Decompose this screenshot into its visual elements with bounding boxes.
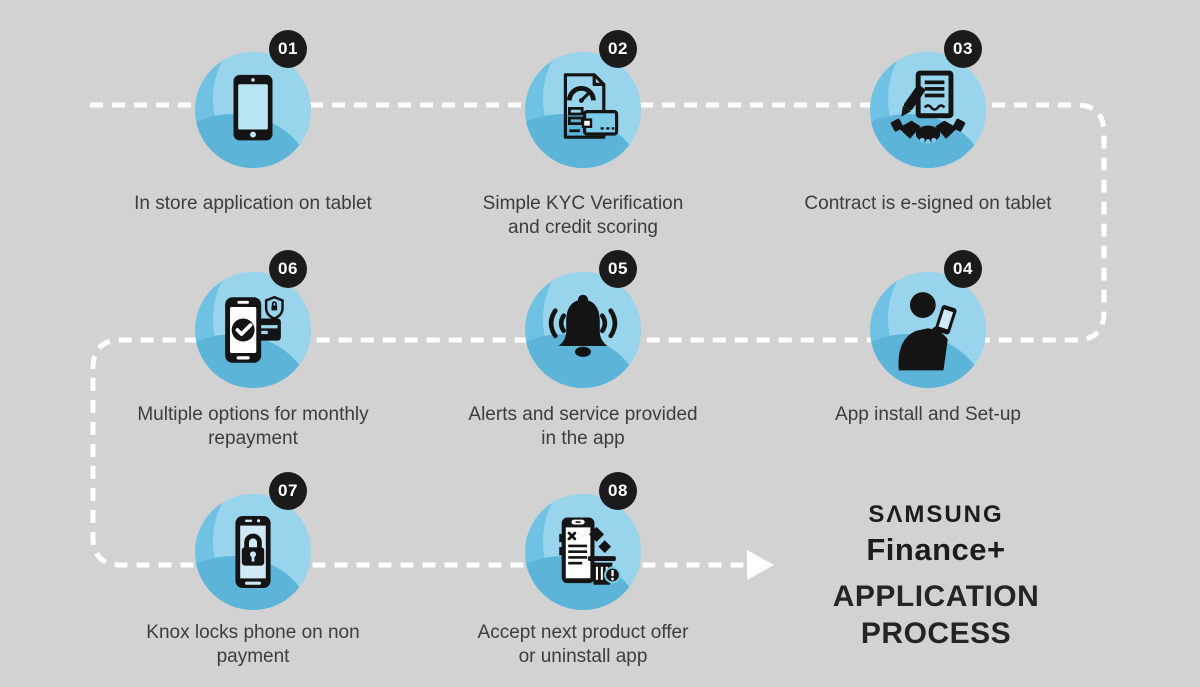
step-07-knox-lock: 07 Knox locks phone on non payment bbox=[113, 472, 393, 669]
step-caption: Accept next product offer or uninstall a… bbox=[477, 622, 689, 667]
step-bubble: 02 bbox=[525, 30, 641, 168]
step-caption: Knox locks phone on non payment bbox=[146, 622, 360, 667]
step-number: 08 bbox=[608, 481, 628, 500]
infographic-title: APPLICATION PROCESS bbox=[832, 580, 1040, 650]
step-number: 01 bbox=[278, 39, 298, 58]
step-circle bbox=[525, 272, 641, 388]
step-number-badge: 07 bbox=[269, 472, 307, 510]
step-08-next-offer-or-uninstall: 08 Accept next product offer or uninstal… bbox=[443, 472, 723, 669]
step-bubble: 08 bbox=[525, 472, 641, 610]
step-circle bbox=[195, 52, 311, 168]
step-bubble: 04 bbox=[870, 250, 986, 388]
person-phone-icon bbox=[898, 292, 957, 371]
step-06-repayment-options: 06 Multiple options for monthly repaymen… bbox=[113, 250, 393, 451]
flow-arrowhead-icon bbox=[747, 550, 774, 580]
samsung-wordmark: SΛMSUNG bbox=[868, 501, 1004, 528]
step-number-badge: 01 bbox=[269, 30, 307, 68]
step-01-in-store-application: 01 In store application on tablet bbox=[113, 30, 393, 216]
step-caption: App install and Set-up bbox=[835, 404, 1021, 425]
step-number: 06 bbox=[278, 259, 298, 278]
step-circle bbox=[870, 52, 986, 168]
step-caption: Multiple options for monthly repayment bbox=[137, 404, 369, 449]
dashed-path bbox=[90, 102, 1107, 568]
step-circle bbox=[195, 494, 311, 610]
step-number: 07 bbox=[278, 481, 298, 500]
phone-payment-icon bbox=[225, 295, 284, 363]
step-caption: In store application on tablet bbox=[134, 193, 372, 214]
step-number: 03 bbox=[953, 39, 973, 58]
step-number-badge: 05 bbox=[599, 250, 637, 288]
step-circle bbox=[195, 272, 311, 388]
step-number-badge: 08 bbox=[599, 472, 637, 510]
esign-handshake-icon bbox=[890, 70, 966, 145]
kyc-credit-scoring-icon bbox=[563, 73, 619, 139]
step-circle bbox=[525, 52, 641, 168]
step-number: 05 bbox=[608, 259, 628, 278]
step-caption: Alerts and service provided in the app bbox=[468, 404, 698, 449]
step-bubble: 01 bbox=[195, 30, 311, 168]
step-02-kyc-verification: 02 Simple KYC Verification and credit sc… bbox=[443, 30, 723, 240]
step-bubble: 07 bbox=[195, 472, 311, 610]
uninstall-offer-icon bbox=[559, 517, 621, 585]
step-circle bbox=[870, 272, 986, 388]
step-number: 02 bbox=[608, 39, 628, 58]
finance-plus-wordmark: Finance+ bbox=[866, 532, 1006, 567]
step-bubble: 03 bbox=[870, 30, 986, 168]
step-number-badge: 03 bbox=[944, 30, 982, 68]
phone-padlock-icon bbox=[235, 516, 271, 588]
alert-bell-icon bbox=[548, 294, 618, 357]
step-03-contract-esigned: 03 Contract is e-signed on tablet bbox=[788, 30, 1068, 216]
step-caption: Simple KYC Verification and credit scori… bbox=[482, 193, 684, 238]
step-circle bbox=[525, 494, 641, 610]
step-05-alerts-in-app: 05 Alerts and service provided in the ap… bbox=[443, 250, 723, 451]
step-number-badge: 04 bbox=[944, 250, 982, 288]
step-number: 04 bbox=[953, 259, 973, 278]
step-bubble: 06 bbox=[195, 250, 311, 388]
tablet-icon bbox=[233, 74, 273, 141]
samsung-finance-logo: SΛMSUNG Finance+ bbox=[796, 501, 1076, 568]
step-bubble: 05 bbox=[525, 250, 641, 388]
step-04-app-install-setup: 04 App install and Set-up bbox=[788, 250, 1068, 427]
step-number-badge: 06 bbox=[269, 250, 307, 288]
step-caption: Contract is e-signed on tablet bbox=[804, 193, 1052, 214]
step-number-badge: 02 bbox=[599, 30, 637, 68]
